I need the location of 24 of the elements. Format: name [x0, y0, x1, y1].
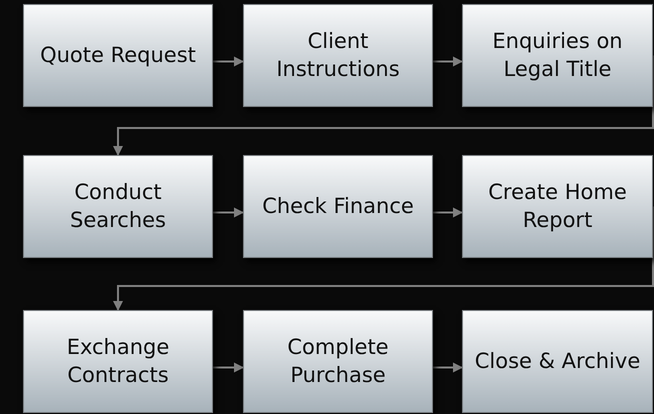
process-box [23, 155, 213, 258]
arrow [433, 208, 463, 218]
step-label: Conduct Searches [68, 179, 167, 234]
arrow [433, 362, 463, 372]
arrow [213, 208, 244, 218]
step-label: Client Instructions [275, 28, 401, 82]
process-box [23, 310, 213, 413]
process-box [243, 310, 433, 413]
step-label: Complete Purchase [286, 334, 390, 388]
process-box [462, 310, 653, 413]
arrow [433, 56, 463, 66]
arrow [213, 362, 244, 372]
step-label: Enquiries on Legal Title [491, 28, 624, 82]
process-box [462, 4, 653, 107]
step-label: Create Home Report [487, 179, 628, 234]
step-label: Exchange Contracts [66, 334, 170, 388]
step-label: Quote Request [40, 42, 196, 69]
process-box [243, 155, 433, 258]
arrow [213, 56, 244, 66]
process-box [462, 155, 653, 258]
process-box [243, 4, 433, 107]
process-box [23, 4, 213, 107]
step-label: Check Finance [262, 192, 414, 220]
step-label: Close & Archive [474, 348, 640, 375]
